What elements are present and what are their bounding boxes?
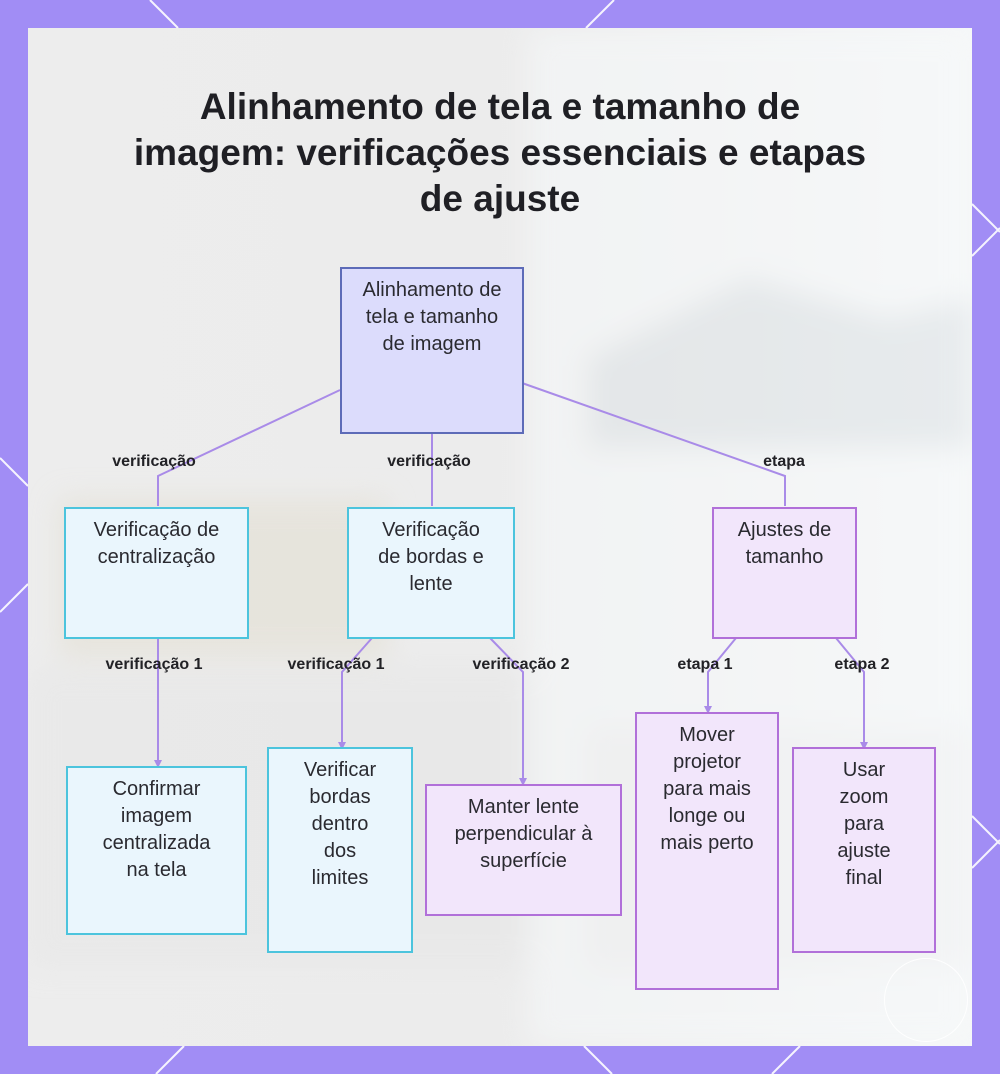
edge-label-ajustes-zoom: etapa 2 xyxy=(834,656,890,673)
edge-root-ajustes xyxy=(521,382,786,506)
edge-label-root-bordas: verificação xyxy=(387,453,471,470)
node-manter-lente-label: Manter lente perpendicular à superfície xyxy=(454,796,593,872)
edge-label-centralizacao-confirmar: verificação 1 xyxy=(105,656,203,673)
node-centralizacao: Verificação de centralização xyxy=(64,507,249,639)
arrowhead-zoom xyxy=(860,742,868,750)
diagram-card: Alinhamento de tela e tamanho de imagem:… xyxy=(28,28,972,1046)
edge-label-root-centralizacao: verificação xyxy=(112,453,196,470)
edge-ajustes-mover xyxy=(707,637,737,710)
arrowhead-confirmar xyxy=(154,760,162,768)
edge-ajustes-zoom xyxy=(835,637,865,746)
node-confirmar-label: Confirmar imagem centralizada na tela xyxy=(102,778,211,881)
node-mover-projetor: Mover projetor para mais longe ou mais p… xyxy=(635,712,779,990)
edge-bordas-verificar xyxy=(341,637,373,746)
node-usar-zoom: Usar zoom para ajuste final xyxy=(792,747,936,953)
node-root: Alinhamento de tela e tamanho de imagem xyxy=(340,267,524,434)
arrowhead-verificar xyxy=(338,742,346,750)
node-centralizacao-label: Verificação de centralização xyxy=(93,519,220,568)
arrowhead-mover xyxy=(704,706,712,714)
page-title: Alinhamento de tela e tamanho de imagem:… xyxy=(133,86,867,219)
node-verificar-bordas: Verificar bordas dentro dos limites xyxy=(267,747,413,953)
node-manter-lente: Manter lente perpendicular à superfície xyxy=(425,784,622,916)
node-mover-projetor-label: Mover projetor para mais longe ou mais p… xyxy=(660,724,754,854)
edge-root-centralizacao xyxy=(157,389,341,506)
node-ajustes-tamanho-label: Ajustes de tamanho xyxy=(737,519,832,568)
connector-lines xyxy=(154,382,868,786)
edge-label-ajustes-mover: etapa 1 xyxy=(677,656,733,673)
node-usar-zoom-label: Usar zoom para ajuste final xyxy=(837,759,891,889)
node-bordas-lente-label: Verificação de bordas e lente xyxy=(378,519,484,595)
arrowhead-manter xyxy=(519,778,527,786)
node-root-label: Alinhamento de tela e tamanho de imagem xyxy=(362,279,502,355)
node-ajustes-tamanho: Ajustes de tamanho xyxy=(712,507,857,639)
node-verificar-bordas-label: Verificar bordas dentro dos limites xyxy=(303,759,377,889)
edge-label-bordas-manter: verificação 2 xyxy=(472,656,570,673)
edge-bordas-manter xyxy=(489,637,524,782)
node-confirmar: Confirmar imagem centralizada na tela xyxy=(66,766,247,935)
node-bordas-lente: Verificação de bordas e lente xyxy=(347,507,515,639)
edge-label-bordas-verificar: verificação 1 xyxy=(287,656,385,673)
edge-label-root-ajustes: etapa xyxy=(763,453,805,470)
watermark-logo xyxy=(884,958,968,1042)
